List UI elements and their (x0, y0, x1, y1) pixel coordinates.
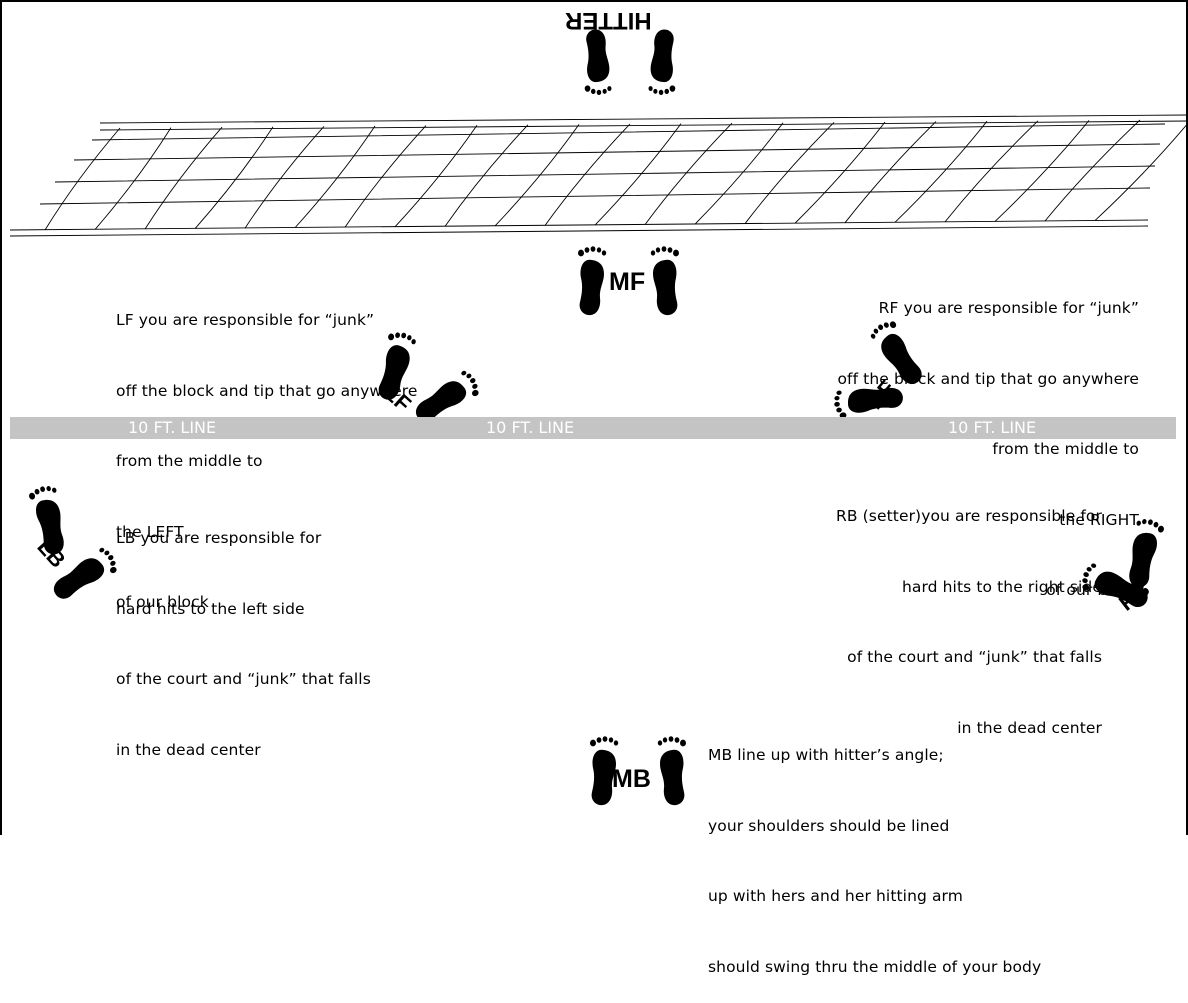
rb-note: RB (setter)you are responsible for hard … (836, 458, 1102, 764)
volleyball-net (9, 114, 1188, 237)
ten-foot-line (10, 417, 1176, 439)
net-strand (244, 126, 325, 229)
net-strand (844, 121, 937, 224)
rf-note-line: off the block and tip that go anywhere (837, 369, 1139, 388)
net-mesh (44, 119, 1188, 231)
rf-note-line: from the middle to (992, 440, 1139, 458)
rf-note-line: RF you are responsible for “junk” (878, 299, 1139, 317)
mf-position-label: MF (609, 268, 646, 296)
net-strand (644, 122, 733, 225)
net-strand (444, 124, 529, 227)
net-strand (44, 127, 121, 231)
ten-foot-line-label-left: 10 FT. LINE (128, 418, 217, 437)
hitter-label: HITTER (565, 7, 652, 34)
rf-note-line: the RIGHT (1059, 510, 1139, 529)
net-strand (1044, 119, 1141, 222)
net-strand (744, 122, 835, 224)
ten-foot-line-label-center: 10 FT. LINE (486, 418, 575, 437)
mb-note-line: up with hers and her hitting arm (708, 887, 963, 905)
hitter-feet-icon (583, 29, 677, 96)
mb-note: MB line up with hitter’s angle; your sho… (708, 697, 1041, 1003)
net-strand (94, 127, 172, 230)
lf-note-line: from the middle to (116, 452, 263, 470)
mb-position-label: MB (612, 765, 651, 793)
net-strand (494, 124, 580, 227)
rb-note-line: in the dead center (957, 718, 1102, 737)
net-strand (694, 122, 784, 225)
net-strand (1094, 122, 1188, 221)
rb-note-line: hard hits to the right side (901, 577, 1102, 596)
net-strand (794, 121, 886, 224)
net-strand (344, 125, 427, 228)
mb-note-line: your shoulders should be lined (708, 816, 950, 835)
net-strand (544, 123, 631, 226)
lb-note-line: of the court and “junk” that falls (116, 670, 371, 688)
lf-note-line: of our block (116, 593, 209, 611)
mb-note-line: MB line up with hitter’s angle; (708, 746, 944, 764)
lf-note-line: LF you are responsible for “junk” (116, 311, 375, 329)
lb-note-line: LB you are responsible for (116, 529, 322, 547)
rf-note: RF you are responsible for “junk” off th… (837, 250, 1139, 626)
net-strand (594, 123, 682, 226)
net-strand (294, 125, 376, 229)
net-strand (994, 120, 1090, 222)
net-strand (144, 126, 223, 230)
lf-note-line: the LEFT (116, 522, 184, 541)
lf-note: LF you are responsible for “junk” off th… (116, 262, 418, 638)
lb-note: LB you are responsible for hard hits to … (116, 480, 371, 786)
rb-note-line: of the court and “junk” that falls (847, 648, 1102, 666)
court-drawing (9, 29, 1188, 806)
net-strand (194, 126, 274, 229)
net-strand (394, 124, 478, 228)
lb-note-line: hard hits to the left side (116, 599, 305, 618)
net-strand (894, 120, 988, 223)
mb-note-line: should swing thru the middle of your bod… (708, 957, 1042, 976)
lb-note-line: in the dead center (116, 740, 261, 759)
diagram-frame (0, 0, 1188, 835)
ten-foot-line-label-right: 10 FT. LINE (948, 418, 1037, 437)
rb-note-line: RB (setter)you are responsible for (836, 507, 1102, 525)
net-strand (944, 120, 1039, 223)
lf-note-line: off the block and tip that go anywhere (116, 381, 418, 400)
rf-note-line: of our block (1046, 581, 1139, 599)
